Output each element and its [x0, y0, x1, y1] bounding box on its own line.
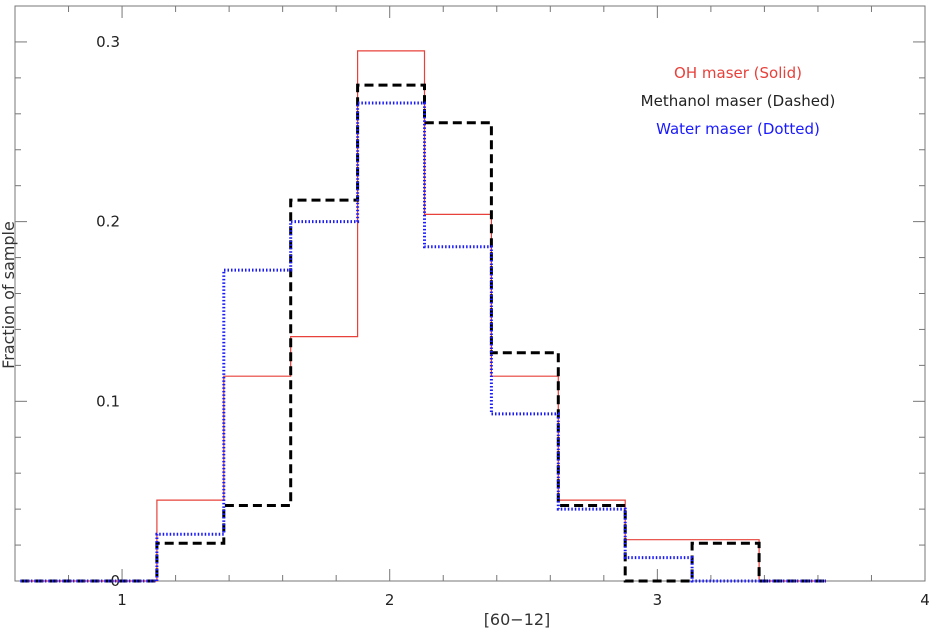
legend-entry-methanol: Methanol maser (Dashed)	[641, 92, 836, 110]
x-tick-label: 4	[920, 591, 930, 609]
series-oh-maser	[20, 50, 826, 582]
legend-entry-water: Water maser (Dotted)	[656, 120, 820, 138]
series-water-maser	[20, 101, 826, 583]
y-tick-label: 0.3	[96, 33, 120, 51]
x-tick-label: 1	[117, 591, 127, 609]
y-axis-title: Fraction of sample	[0, 221, 18, 369]
series-methanol-maser	[20, 83, 826, 583]
y-tick-label: 0.2	[96, 213, 120, 231]
legend: OH maser (Solid) Methanol maser (Dashed)…	[641, 64, 836, 138]
series-lines	[20, 50, 826, 583]
legend-entry-oh: OH maser (Solid)	[674, 64, 802, 82]
x-tick-label: 2	[385, 591, 395, 609]
y-tick-label: 0.1	[96, 392, 120, 410]
x-axis-title: [60−12]	[484, 610, 551, 629]
x-tick-label: 3	[653, 591, 663, 609]
